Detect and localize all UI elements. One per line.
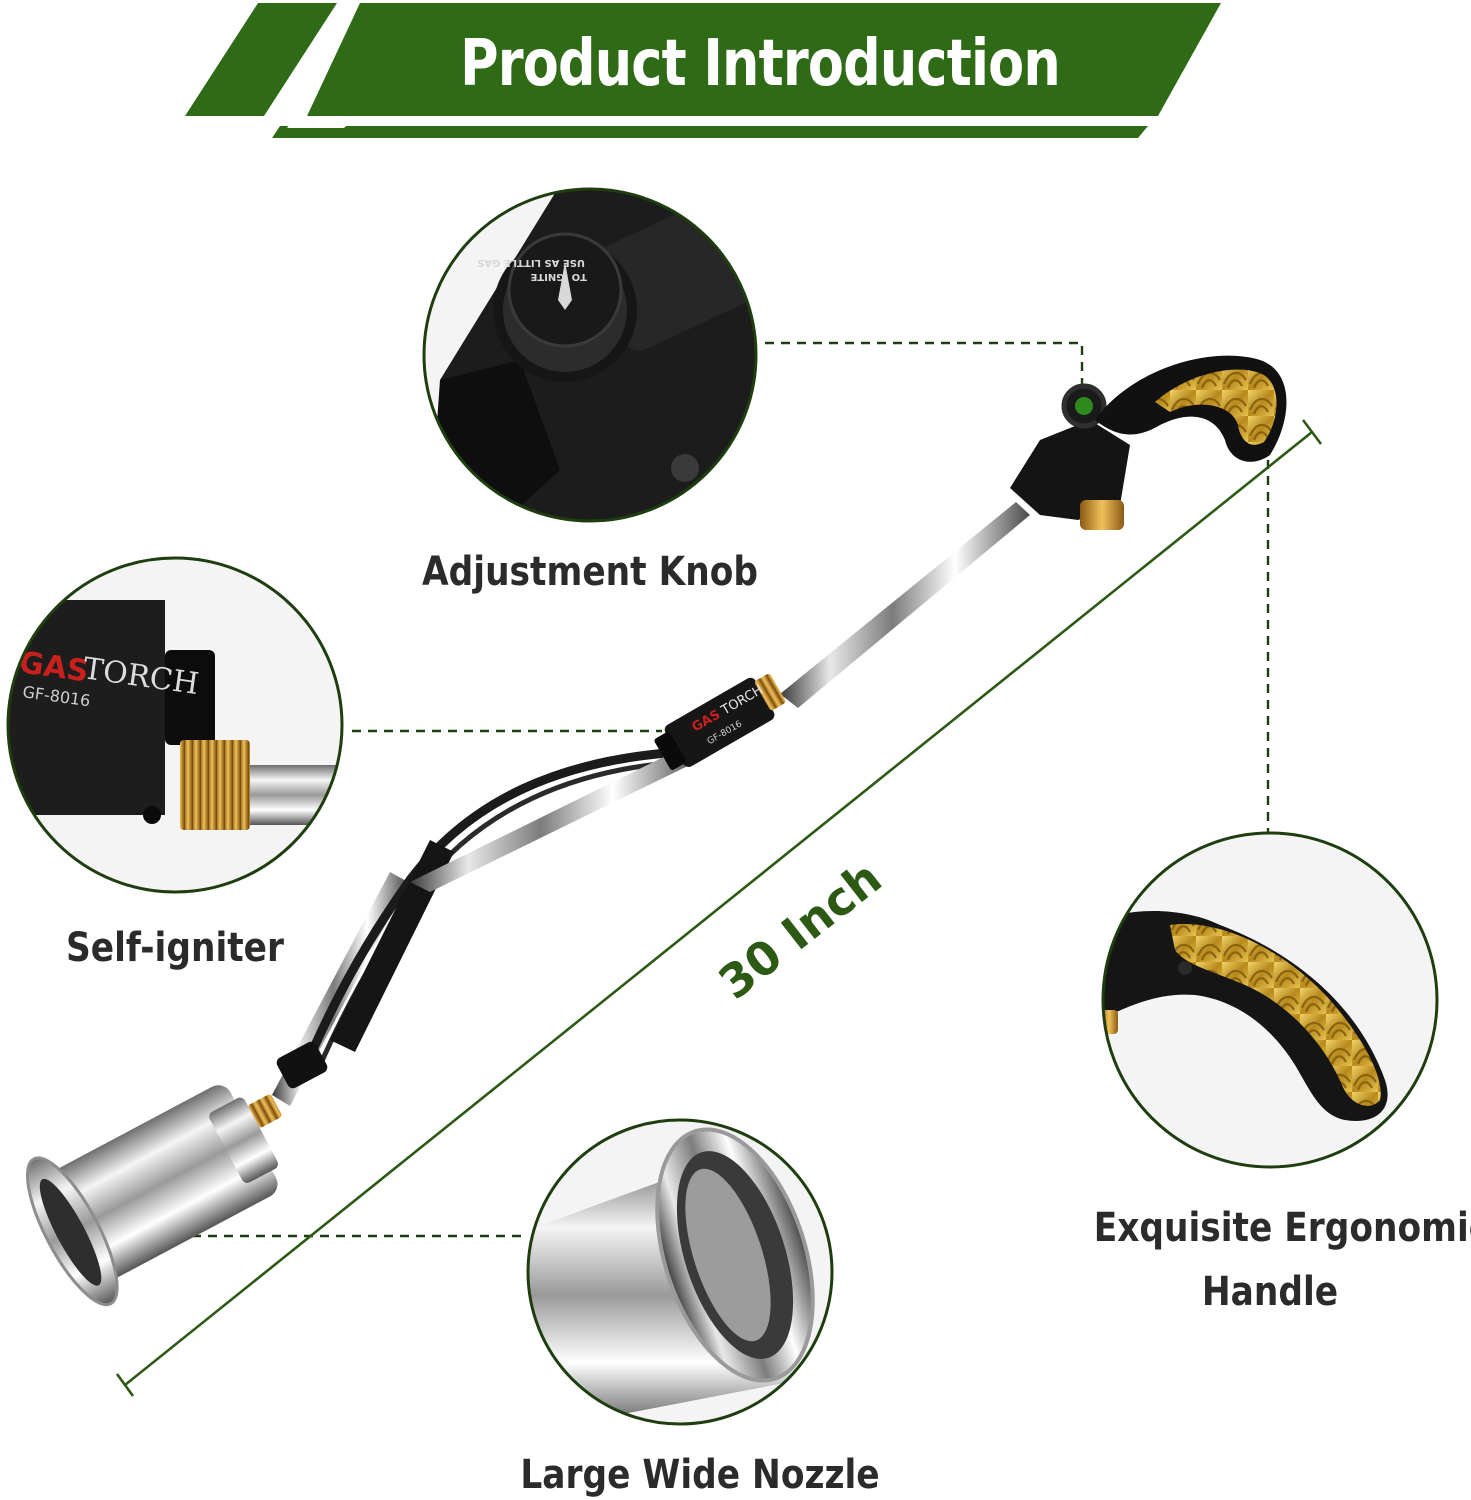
knob-text-line1: USE AS LITTLE GAS bbox=[477, 257, 585, 268]
torch-assembly: GAS TORCH GF-8016 bbox=[25, 355, 1287, 1307]
label-ergonomic-handle: Exquisite Ergonomic Handle bbox=[1093, 1196, 1471, 1324]
banner-underline-inner bbox=[287, 122, 350, 128]
handle-closeup-engraving bbox=[1170, 924, 1381, 1106]
banner-left-stripe bbox=[185, 3, 337, 116]
knob-leader bbox=[765, 341, 1084, 400]
middle-chrome-pipe bbox=[410, 744, 700, 892]
label-self-igniter: Self-igniter bbox=[66, 925, 284, 971]
label-handle-line2: Handle bbox=[1201, 1269, 1339, 1315]
handle-detail-circle bbox=[1101, 831, 1439, 1169]
igniter-detail-circle: GAS TORCH GF-8016 bbox=[6, 556, 344, 894]
banner bbox=[185, 3, 1221, 138]
knob-text-line2: TO IGNITE bbox=[530, 271, 587, 282]
banner-underline bbox=[272, 126, 1148, 138]
handle-assembly bbox=[1010, 355, 1287, 530]
lower-clamp bbox=[276, 1041, 328, 1089]
nozzle-brass-connector bbox=[248, 1094, 282, 1128]
pipe-sleeve bbox=[330, 840, 454, 1052]
banner-title: Product Introduction bbox=[460, 27, 1061, 101]
label-adjustment-knob: Adjustment Knob bbox=[422, 549, 758, 595]
measurement-line bbox=[115, 419, 1323, 1397]
knob-detail-circle: USE AS LITTLE GAS TO IGNITE bbox=[422, 187, 758, 523]
igniter-housing: GAS TORCH GF-8016 bbox=[654, 673, 786, 770]
nozzle-detail-circle bbox=[526, 1118, 834, 1426]
label-handle-line1: Exquisite Ergonomic bbox=[1093, 1205, 1471, 1251]
callout-leaders bbox=[176, 341, 1270, 1238]
regulator-brass-fitting bbox=[1080, 500, 1124, 530]
regulator-body bbox=[1010, 420, 1130, 520]
upper-chrome-pipe bbox=[780, 502, 1030, 708]
banner-main-shape bbox=[307, 3, 1221, 116]
handle-grip-gold bbox=[1155, 369, 1277, 445]
nozzle bbox=[25, 1085, 278, 1307]
label-large-wide-nozzle: Large Wide Nozzle bbox=[520, 1452, 880, 1498]
